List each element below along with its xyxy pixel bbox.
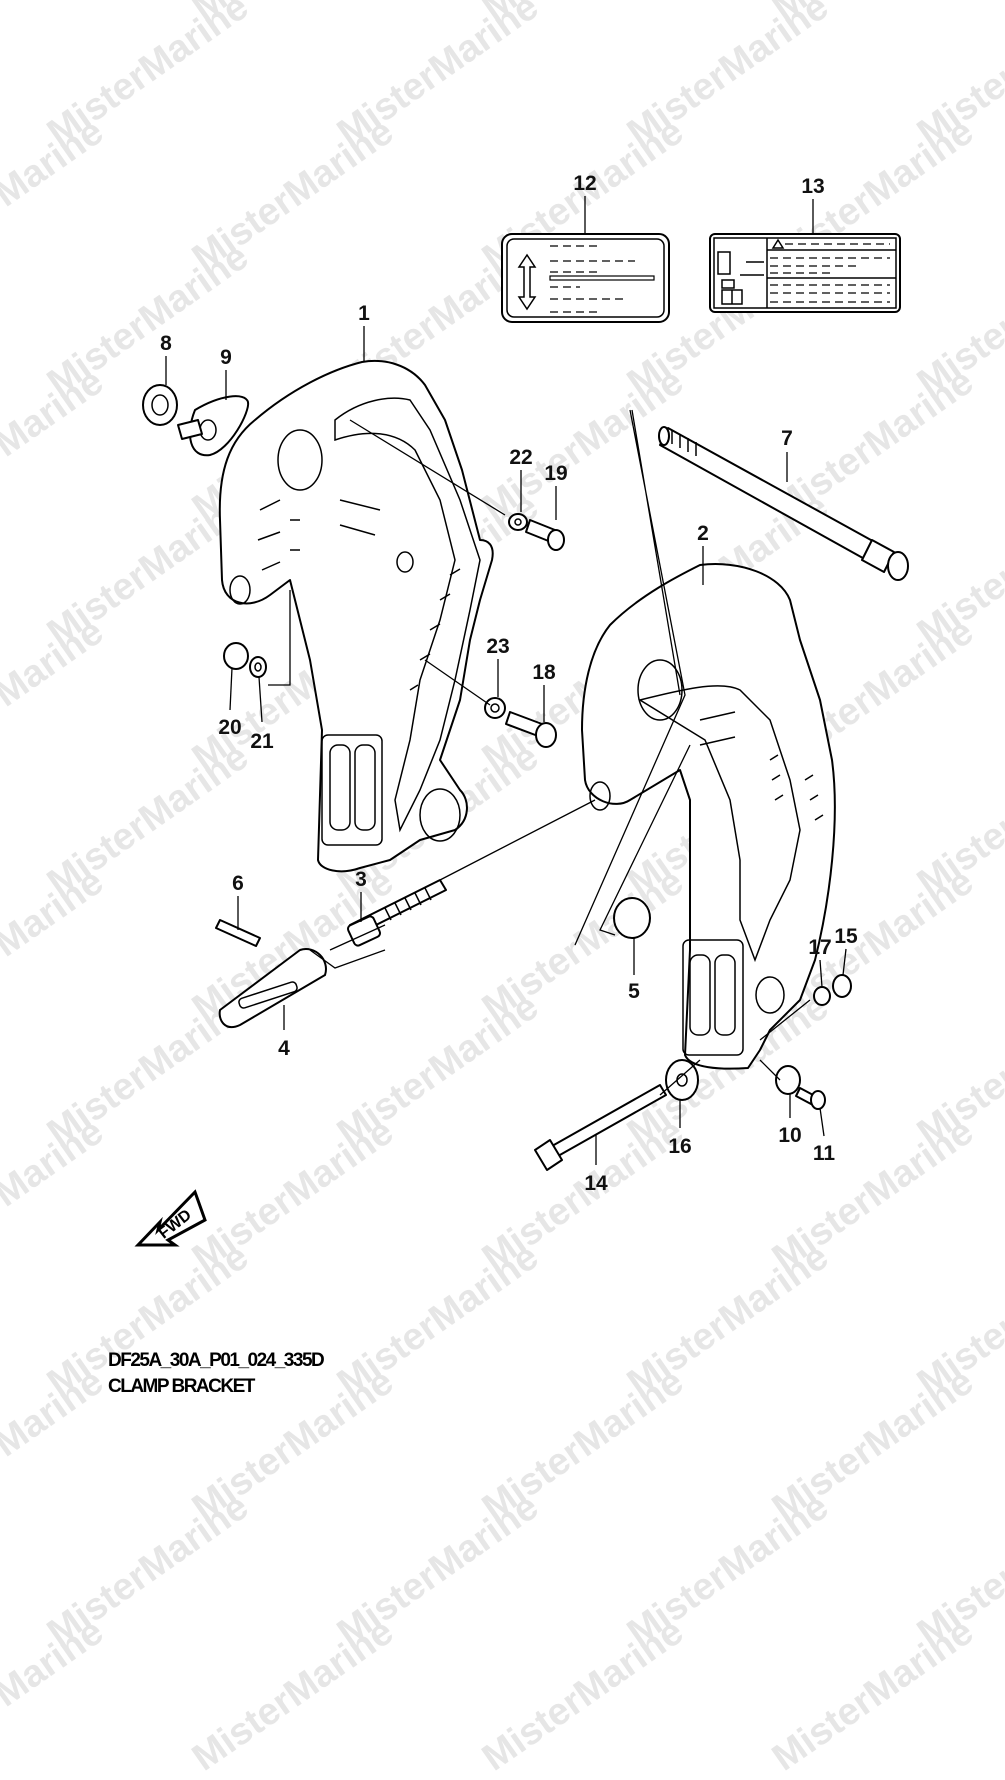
callout-23[interactable]: 23	[486, 635, 509, 658]
callout-1[interactable]: 1	[358, 302, 370, 325]
callout-12[interactable]: 12	[573, 172, 596, 195]
leader-line-21	[258, 676, 263, 723]
diagram-title: CLAMP BRACKET	[108, 1376, 255, 1397]
watermark-text: MisterMarine	[40, 1485, 257, 1655]
callout-21[interactable]: 21	[250, 730, 274, 753]
callout-10[interactable]: 10	[778, 1124, 801, 1147]
callout-19[interactable]: 19	[544, 462, 567, 485]
callout-14[interactable]: 14	[584, 1172, 608, 1195]
callout-6[interactable]: 6	[232, 872, 244, 895]
part-10-collar[interactable]	[775, 1065, 801, 1095]
watermark-text: MisterMarine	[765, 1610, 982, 1780]
part-19-bolt[interactable]	[525, 519, 565, 551]
part-22-washer[interactable]	[508, 513, 528, 531]
fwd-arrow-icon: FWD	[134, 1189, 207, 1247]
callout-18[interactable]: 18	[532, 661, 556, 684]
watermark-text: MisterMarine	[0, 1610, 112, 1780]
part-15-nut[interactable]	[832, 974, 852, 998]
part-23-washer[interactable]	[484, 697, 506, 719]
callout-3[interactable]: 3	[355, 868, 367, 891]
callout-8[interactable]: 8	[160, 332, 172, 355]
callout-2[interactable]: 2	[697, 522, 709, 545]
part-7-clamp-shaft[interactable]	[658, 426, 909, 581]
watermark-text: MisterMarine	[185, 1610, 402, 1780]
part-18-bolt[interactable]	[505, 711, 557, 748]
part-6-pin[interactable]	[215, 919, 261, 947]
leader-line-20	[229, 667, 233, 711]
callout-9[interactable]: 9	[220, 346, 232, 369]
callout-15[interactable]: 15	[834, 925, 858, 948]
tilt-lock-icon	[717, 251, 764, 289]
callout-11[interactable]: 11	[813, 1142, 836, 1165]
callout-22[interactable]: 22	[509, 446, 532, 469]
label-sticker-13[interactable]	[709, 233, 901, 313]
part-17-washer[interactable]	[813, 986, 831, 1006]
leader-line-15	[842, 948, 847, 976]
callout-5[interactable]: 5	[628, 980, 640, 1003]
part-4-stopper-plate[interactable]	[218, 948, 327, 1029]
watermark-text: MisterMarine	[475, 1610, 692, 1780]
watermark-text: MisterMarine	[910, 1485, 1005, 1655]
up-down-arrow-icon	[517, 253, 537, 311]
callout-13[interactable]: 13	[801, 175, 824, 198]
watermark-text: MisterMarine	[620, 1485, 837, 1655]
part-11-bolt[interactable]	[795, 1087, 826, 1110]
part-20-nut[interactable]	[223, 642, 249, 670]
part-14-bolt[interactable]	[534, 1084, 667, 1171]
part-1-clamp-bracket-starboard[interactable]	[218, 359, 494, 873]
callout-17[interactable]: 17	[808, 936, 831, 959]
part-8-nut[interactable]	[142, 384, 178, 426]
callout-20[interactable]: 20	[218, 716, 241, 739]
leader-line-11	[819, 1107, 825, 1137]
warning-triangle-icon	[771, 238, 785, 249]
callout-16[interactable]: 16	[668, 1135, 691, 1158]
part-5-plug[interactable]	[613, 897, 651, 939]
part-21-washer[interactable]	[249, 656, 267, 678]
watermark-text: MisterMarine	[330, 1485, 547, 1655]
manual-book-icon	[721, 289, 743, 305]
part-9-grease-nipple-plate[interactable]	[177, 395, 250, 457]
callout-7[interactable]: 7	[781, 427, 793, 450]
leader-line-17	[819, 959, 823, 988]
callout-4[interactable]: 4	[278, 1037, 290, 1060]
label-sticker-12[interactable]	[501, 233, 670, 323]
diagram-code: DF25A_30A_P01_024_335D	[108, 1350, 325, 1371]
part-2-clamp-bracket-port[interactable]	[581, 563, 836, 1070]
